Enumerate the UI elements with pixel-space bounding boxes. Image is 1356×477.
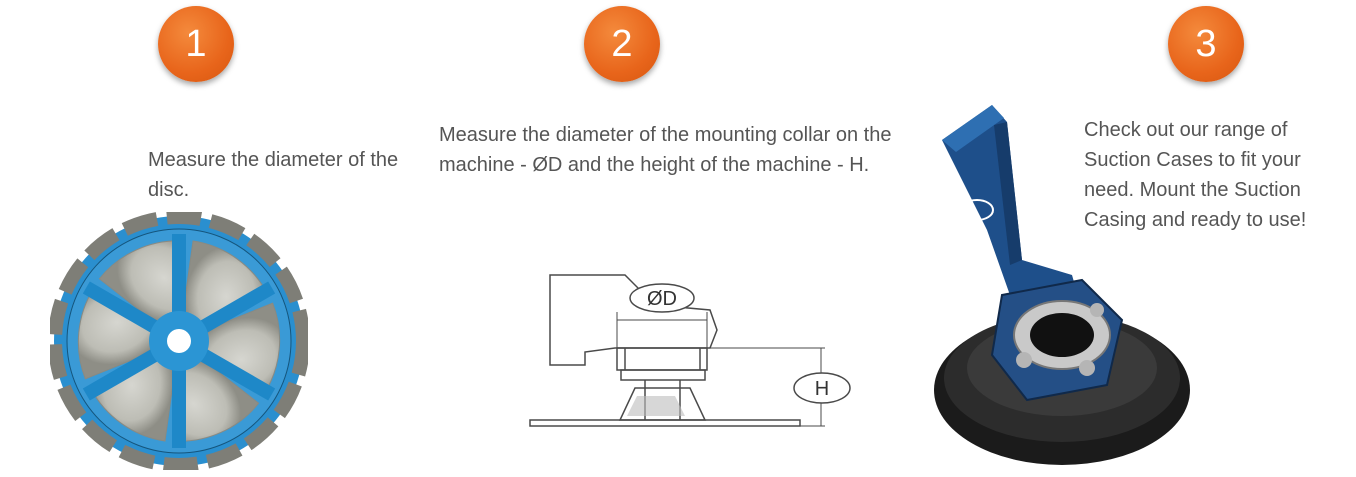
step-1-badge: 1 xyxy=(158,6,234,82)
suction-casing-image xyxy=(934,105,1190,465)
step-3-badge: 3 xyxy=(1168,6,1244,82)
step-3-text: Check out our range of Suction Cases to … xyxy=(1084,119,1307,231)
step-1-text: Measure the diameter of the disc. xyxy=(148,149,399,201)
machine-dimension-diagram: ØD H xyxy=(529,274,851,427)
step-2-badge: 2 xyxy=(584,6,660,82)
step-2-text: Measure the diameter of the mounting col… xyxy=(439,124,892,176)
diamond-cup-wheel-image xyxy=(50,212,308,470)
diameter-label: ØD xyxy=(647,288,677,310)
height-label: H xyxy=(815,378,829,400)
